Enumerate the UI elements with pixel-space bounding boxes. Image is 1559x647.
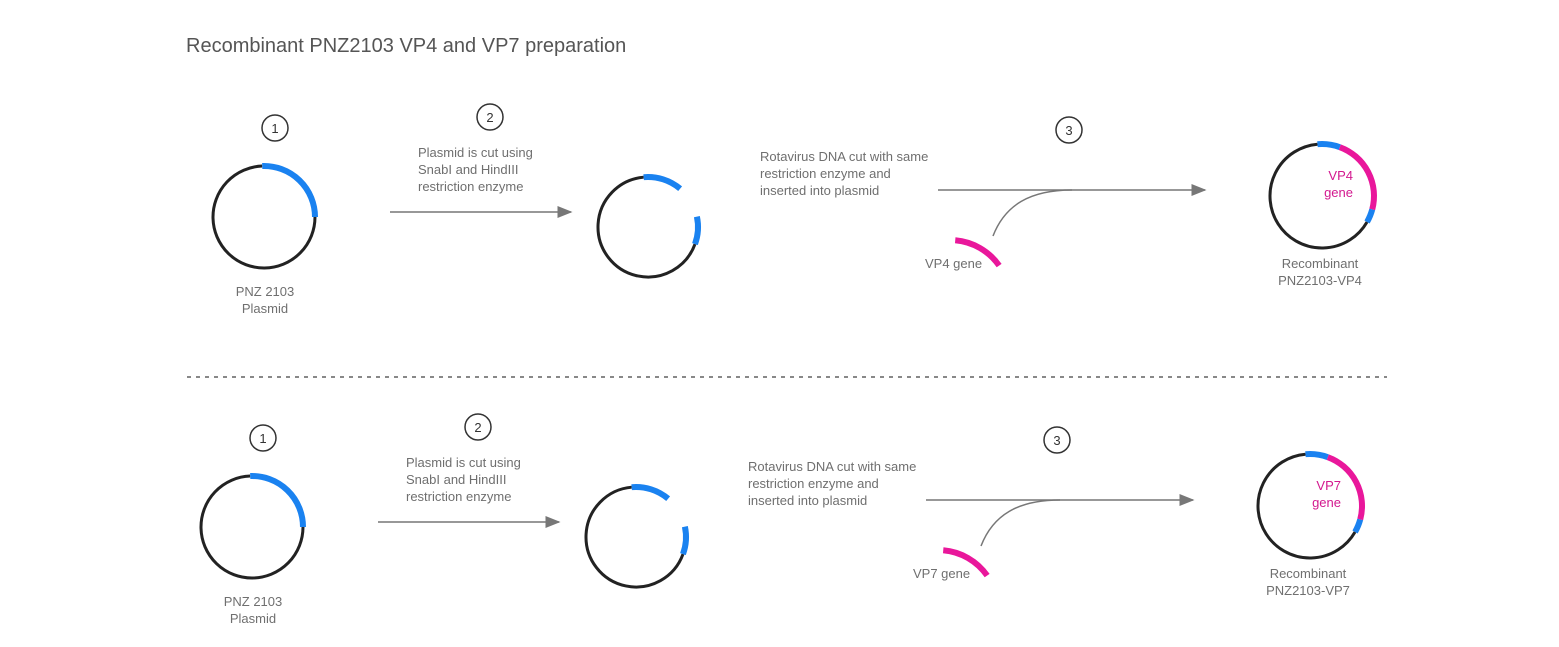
plasmid-backbone: [199, 474, 305, 580]
cut-site-left: [631, 484, 671, 502]
cut-site-right: [692, 215, 701, 246]
inner-gene-label: gene: [1312, 495, 1341, 510]
insert-description: restriction enzyme and: [748, 476, 879, 491]
restriction-site-region: [262, 163, 318, 218]
inner-gene-label: gene: [1324, 185, 1353, 200]
recombinant-site-top: [1317, 141, 1341, 150]
recombinant-label: Recombinant: [1282, 256, 1359, 271]
step-1-badge: 1: [261, 114, 289, 142]
cut-description: Plasmid is cut using: [418, 145, 533, 160]
plasmid-label: Plasmid: [230, 611, 276, 626]
insert-description: Rotavirus DNA cut with same: [760, 149, 928, 164]
gene-label: VP7 gene: [913, 566, 970, 581]
step-number: 1: [259, 431, 266, 446]
cut-site-left: [643, 174, 683, 192]
step-number: 2: [486, 110, 493, 125]
cut-description: restriction enzyme: [418, 179, 523, 194]
cut-site-right: [680, 525, 689, 556]
plasmid-label: PNZ 2103: [224, 594, 283, 609]
recombinant-backbone: [1256, 452, 1357, 560]
gene-insertion-curve: [980, 499, 1061, 547]
step-circle: [1043, 426, 1071, 454]
recombinant-site-top: [1305, 451, 1329, 460]
recombinant-label: Recombinant: [1270, 566, 1347, 581]
step-circle: [1055, 116, 1083, 144]
gene-fragment: [942, 547, 990, 578]
cut-description: SnabI and HindIII: [406, 472, 506, 487]
step-number: 2: [474, 420, 481, 435]
cut-description: SnabI and HindIII: [418, 162, 518, 177]
recombinant-gene-insert: [1338, 144, 1377, 211]
recombinant-gene-insert: [1326, 454, 1365, 521]
recombinant-site-right: [1352, 518, 1364, 534]
step-circle: [464, 413, 492, 441]
step-circle: [249, 424, 277, 452]
insert-description: inserted into plasmid: [760, 183, 879, 198]
step-2-badge: 2: [464, 413, 492, 441]
step-1-badge: 1: [249, 424, 277, 452]
recombinant-label: PNZ2103-VP7: [1266, 583, 1350, 598]
plasmid-label: Plasmid: [242, 301, 288, 316]
inner-gene-label: VP7: [1316, 478, 1341, 493]
gene-insertion-curve: [992, 189, 1073, 237]
insert-description: Rotavirus DNA cut with same: [748, 459, 916, 474]
recombinant-backbone: [1268, 142, 1369, 250]
cut-description: restriction enzyme: [406, 489, 511, 504]
diagram-title: Recombinant PNZ2103 VP4 and VP7 preparat…: [186, 35, 626, 57]
insert-description: restriction enzyme and: [760, 166, 891, 181]
cut-plasmid-backbone: [596, 175, 697, 279]
recombinant-site-right: [1364, 208, 1376, 224]
plasmid-backbone: [211, 164, 317, 270]
gene-label: VP4 gene: [925, 256, 982, 271]
cut-description: Plasmid is cut using: [406, 455, 521, 470]
cut-plasmid-backbone: [584, 485, 685, 589]
step-3-badge: 3: [1055, 116, 1083, 144]
recombinant-label: PNZ2103-VP4: [1278, 273, 1362, 288]
step-number: 3: [1053, 433, 1060, 448]
step-number: 3: [1065, 123, 1072, 138]
gene-fragment: [954, 237, 1002, 268]
plasmid-label: PNZ 2103: [236, 284, 295, 299]
insert-description: inserted into plasmid: [748, 493, 867, 508]
inner-gene-label: VP4: [1328, 168, 1353, 183]
step-3-badge: 3: [1043, 426, 1071, 454]
step-number: 1: [271, 121, 278, 136]
step-circle: [261, 114, 289, 142]
step-2-badge: 2: [476, 103, 504, 131]
step-circle: [476, 103, 504, 131]
restriction-site-region: [250, 473, 306, 528]
